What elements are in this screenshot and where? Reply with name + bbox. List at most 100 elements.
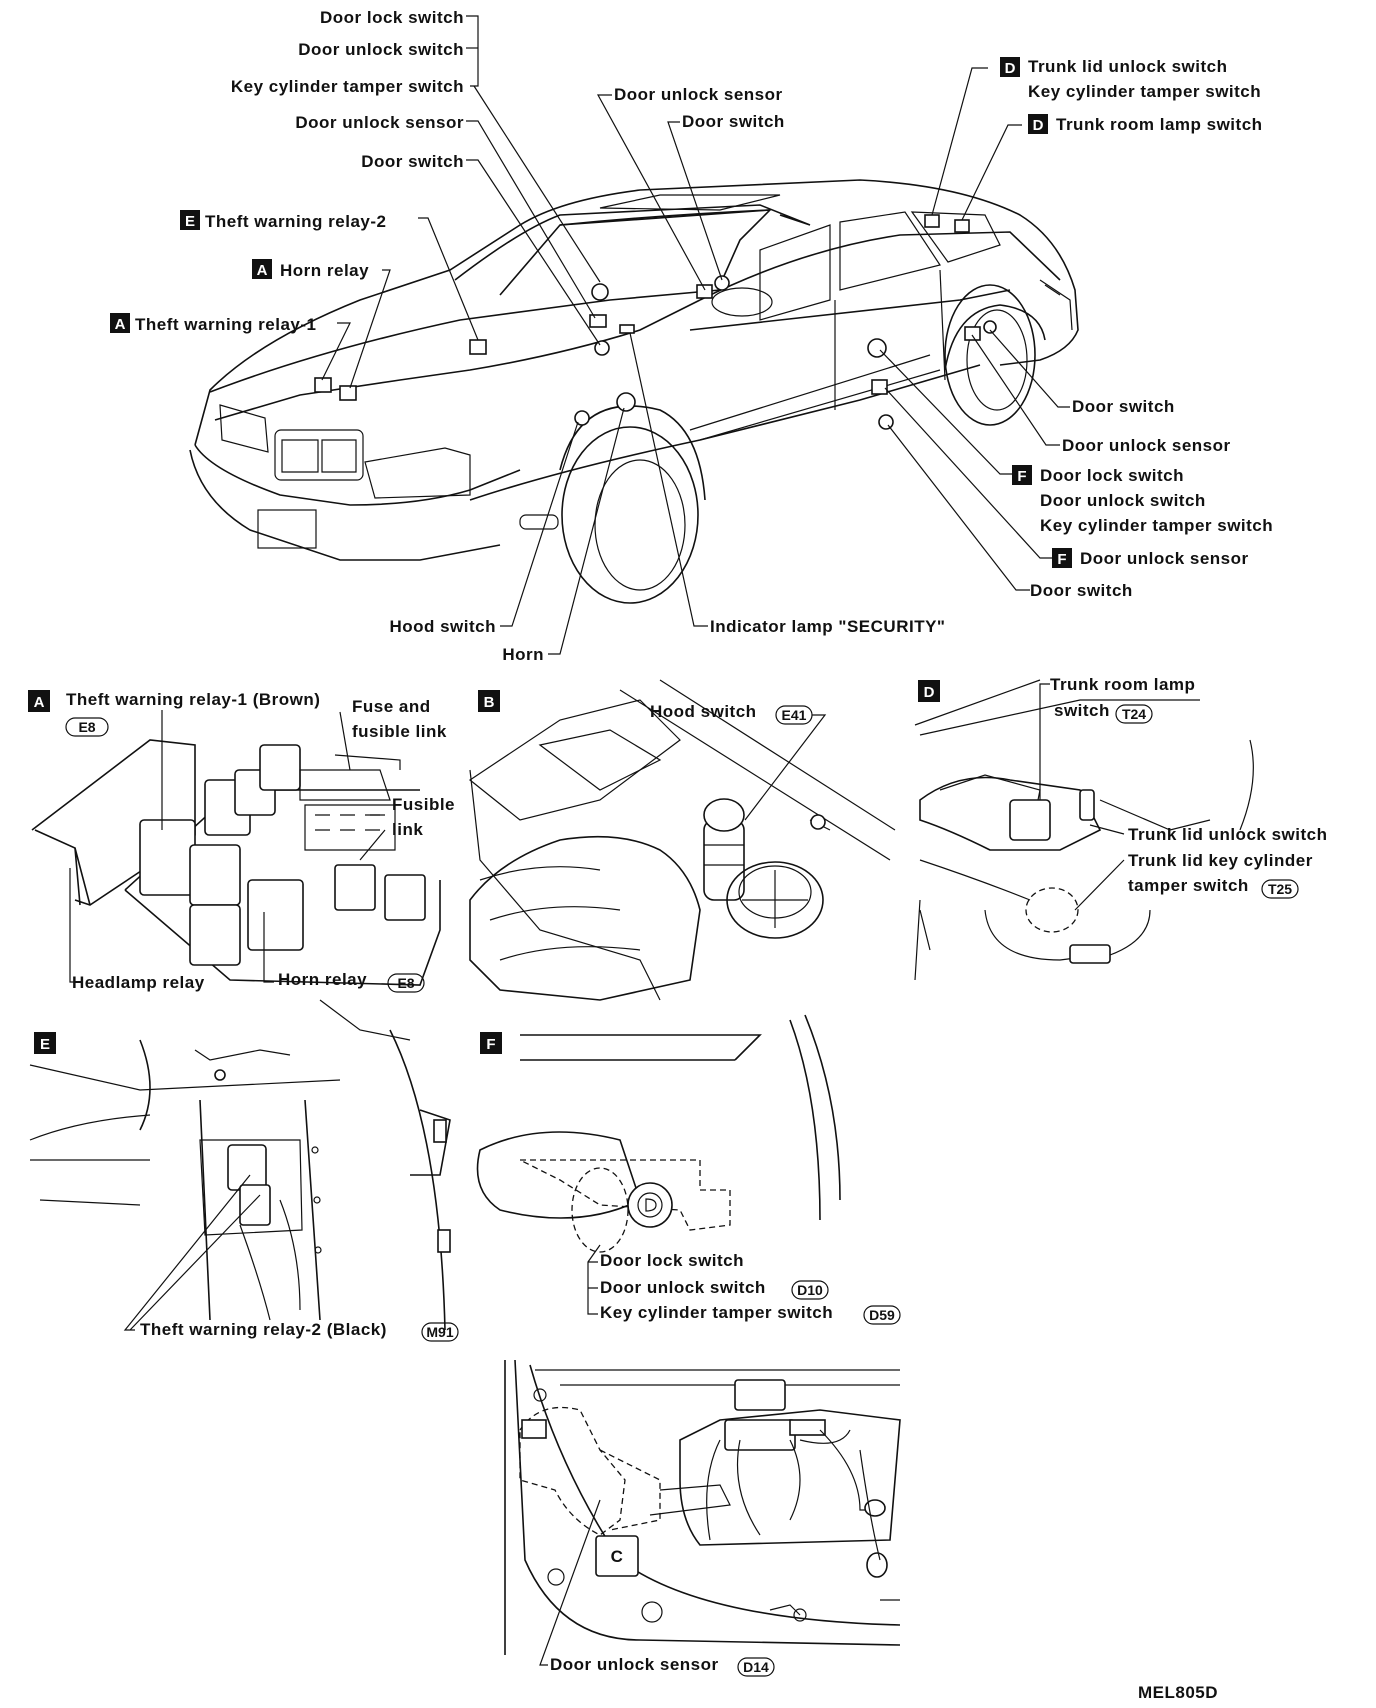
panel-a-fusible-line1: Fusible: [392, 795, 455, 814]
panel-f-door-unlock-switch: Door unlock switch: [600, 1278, 766, 1297]
box-a-relay1: [110, 313, 130, 333]
panel-d-leaders: [1039, 683, 1125, 911]
panel-f-door-unlock-sensor: Door unlock sensor: [550, 1655, 719, 1674]
box-a-relay1-letter: A: [115, 316, 126, 333]
panel-d-tamper-code-oval: [1261, 879, 1299, 899]
callout-trunk-room-lamp-switch: Trunk room lamp switch: [1056, 115, 1263, 134]
callout-bottom-door-switch: Door switch: [1030, 581, 1133, 600]
panel-b-box: [478, 690, 500, 712]
box-f-sensor-letter: F: [1057, 551, 1066, 568]
panel-f-box: [480, 1032, 502, 1054]
panel-a-fusible-line2: link: [392, 820, 423, 839]
panel-b-hood-code: E41: [782, 707, 807, 723]
panel-f-door-lock-switch: Door lock switch: [600, 1251, 744, 1270]
panel-d-trunk-room-code: T24: [1122, 706, 1146, 722]
callout-trunk-key-cylinder-tamper-switch: Key cylinder tamper switch: [1028, 82, 1261, 101]
figure-id: MEL805D: [1138, 1683, 1218, 1702]
panel-f-sensor-leader: [539, 1499, 601, 1666]
panel-d-trunk-room-line2: switch: [1054, 701, 1110, 720]
callout-top-door-switch: Door switch: [682, 112, 785, 131]
panel-a-illustration: [31, 739, 441, 986]
panel-a-box: [28, 690, 50, 712]
callout-door-switch: Door switch: [361, 152, 464, 171]
panel-e-code: M91: [426, 1324, 453, 1340]
panel-d-tamper-code: T25: [1268, 881, 1292, 897]
panel-d-tamper-line1: Trunk lid key cylinder: [1128, 851, 1313, 870]
box-a-horn-relay: [252, 259, 272, 279]
panel-f-illustration: [476, 1014, 841, 1253]
callout-rear-door-switch: Door switch: [1072, 397, 1175, 416]
panel-a-horn-code-oval: [387, 973, 425, 993]
panel-a-title-code: E8: [78, 719, 95, 735]
box-f-door-letter: F: [1017, 468, 1026, 485]
box-e-relay2: [180, 210, 200, 230]
panel-e-box-letter: E: [40, 1036, 50, 1053]
panel-e-leader: [123, 1174, 261, 1331]
box-d-trunk-room-letter: D: [1033, 117, 1044, 134]
callout-indicator-lamp: Indicator lamp "SECURITY": [710, 617, 945, 636]
panel-f-unlock-code: D10: [797, 1282, 823, 1298]
panel-f-tamper-switch: Key cylinder tamper switch: [600, 1303, 833, 1322]
panel-a-fuse-line1: Fuse and: [352, 697, 431, 716]
panel-d-box: [918, 680, 940, 702]
panel-d-trunk-room-line1: Trunk room lamp: [1050, 675, 1195, 694]
panel-f-sensor-code-oval: [737, 1657, 775, 1677]
panel-b-hood-switch: Hood switch: [650, 702, 757, 721]
panel-a-box-letter: A: [34, 694, 45, 711]
panel-e-relay2-label: Theft warning relay-2 (Black): [140, 1320, 387, 1339]
callout-theft-warning-relay-1: Theft warning relay-1: [135, 315, 316, 334]
callout-f-door-unlock-switch: Door unlock switch: [1040, 491, 1206, 510]
panel-a-horn-code: E8: [397, 975, 414, 991]
callout-horn-relay: Horn relay: [280, 261, 369, 280]
panel-b-illustration: [468, 679, 896, 1001]
panel-d-tamper-line2: tamper switch: [1128, 876, 1249, 895]
panel-f-lower-illustration: [504, 1359, 901, 1655]
car-illustration: [189, 179, 1079, 604]
callout-horn: Horn: [502, 645, 544, 664]
panel-f-box-letter: F: [486, 1036, 495, 1053]
panel-b-box-letter: B: [484, 694, 495, 711]
panel-b-leader: [744, 714, 827, 821]
callout-theft-warning-relay-2: Theft warning relay-2: [205, 212, 386, 231]
callout-f-door-lock-switch: Door lock switch: [1040, 466, 1184, 485]
callout-rear-door-unlock-sensor: Door unlock sensor: [1062, 436, 1231, 455]
overview-leader-lines: [321, 15, 1070, 655]
panel-a-headlamp-relay: Headlamp relay: [72, 973, 205, 992]
panel-a-leaders: [69, 710, 386, 983]
panel-a-title-code-oval: [65, 717, 109, 737]
callout-hood-switch: Hood switch: [389, 617, 496, 636]
callout-f-key-cylinder-tamper-switch: Key cylinder tamper switch: [1040, 516, 1273, 535]
panel-f-tamper-code-oval: [863, 1305, 901, 1325]
panel-f-c-mark: C: [611, 1547, 624, 1566]
box-d-trunk-lid: [1000, 57, 1020, 77]
panel-f-sensor-code: D14: [743, 1659, 769, 1675]
box-d-trunk-lid-letter: D: [1005, 60, 1016, 77]
callout-door-unlock-switch: Door unlock switch: [298, 40, 464, 59]
callout-key-cylinder-tamper-switch: Key cylinder tamper switch: [231, 77, 464, 96]
box-f-door: [1012, 465, 1032, 485]
panel-a-fuse-line2: fusible link: [352, 722, 447, 741]
panel-f-tamper-code: D59: [869, 1307, 895, 1323]
box-e-relay2-letter: E: [185, 213, 195, 230]
callout-f-door-unlock-sensor: Door unlock sensor: [1080, 549, 1249, 568]
panel-e-box: [34, 1032, 56, 1054]
box-a-horn-relay-letter: A: [257, 262, 268, 279]
panel-f-unlock-code-oval: [791, 1280, 829, 1300]
panel-f-leaders: [587, 1244, 601, 1315]
box-f-sensor: [1052, 548, 1072, 568]
panel-d-trunk-room-code-oval: [1115, 704, 1153, 724]
car-component-markers: [314, 214, 997, 430]
panel-d-trunk-lid-unlock: Trunk lid unlock switch: [1128, 825, 1327, 844]
panel-a-horn-relay: Horn relay: [278, 970, 367, 989]
callout-trunk-lid-unlock-switch: Trunk lid unlock switch: [1028, 57, 1227, 76]
panel-a-title: Theft warning relay-1 (Brown): [66, 690, 320, 709]
panel-d-illustration: [914, 679, 1254, 981]
panel-e-illustration: [29, 999, 451, 1331]
callout-door-lock-switch: Door lock switch: [320, 8, 464, 27]
box-d-trunk-room: [1028, 114, 1048, 134]
panel-d-box-letter: D: [924, 684, 935, 701]
callout-door-unlock-sensor: Door unlock sensor: [295, 113, 464, 132]
panel-e-code-oval: [421, 1322, 459, 1342]
callout-top-door-unlock-sensor: Door unlock sensor: [614, 85, 783, 104]
